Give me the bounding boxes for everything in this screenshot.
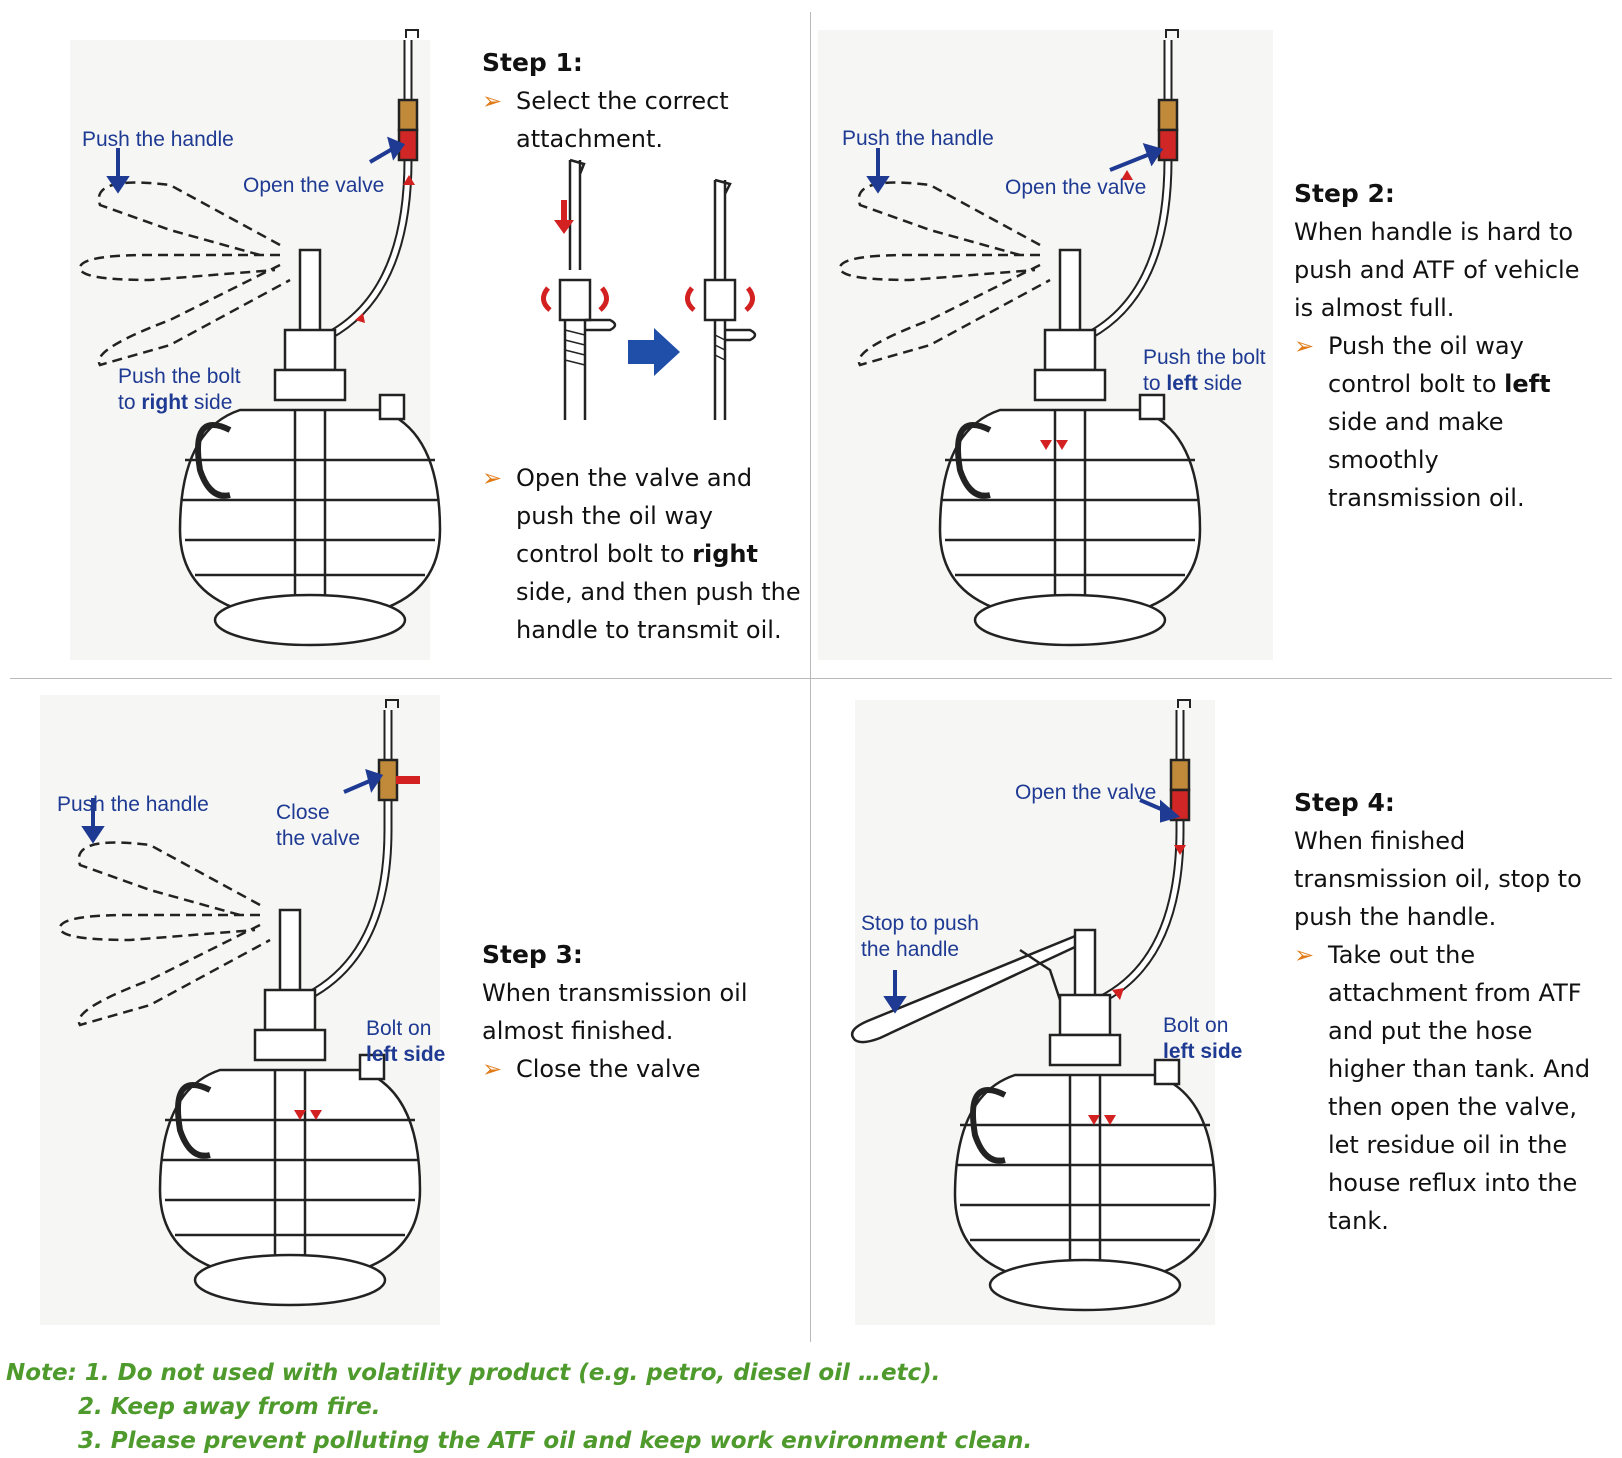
note-3: 3. Please prevent polluting the ATF oil … bbox=[78, 1428, 1033, 1454]
notes-section: Note: 1. Do not used with volatility pro… bbox=[6, 1356, 1032, 1458]
note-2: 2. Keep away from fire. bbox=[78, 1394, 381, 1420]
callout-open-valve: Open the valve bbox=[1015, 781, 1157, 804]
pump-illustration-step2 bbox=[838, 29, 1202, 647]
step4-text: Step 4: When finished transmission oil, … bbox=[1294, 784, 1614, 1240]
bullet-arrow-icon: ➢ bbox=[1294, 332, 1315, 360]
step3-title: Step 3: bbox=[482, 940, 583, 969]
note-1: Note: 1. Do not used with volatility pro… bbox=[6, 1360, 941, 1386]
callout-push-handle: Push the handle bbox=[842, 127, 994, 150]
step1-text: Step 1: ➢ Select the correct attachment. bbox=[482, 44, 802, 158]
callout-stop-push-handle: Stop to push the handle bbox=[861, 912, 979, 961]
pump-illustration-step3 bbox=[58, 699, 422, 1307]
callout-bolt-left: Bolt on left side bbox=[1163, 1014, 1243, 1063]
step4-title: Step 4: bbox=[1294, 788, 1395, 817]
bullet-arrow-icon: ➢ bbox=[482, 87, 503, 115]
step1-bullet-2: ➢ Open the valve and push the oil way co… bbox=[482, 459, 812, 649]
step3-bullet: ➢ Close the valve bbox=[482, 1050, 802, 1088]
step1-bullet-1: ➢ Select the correct attachment. bbox=[482, 82, 802, 158]
bullet-arrow-icon: ➢ bbox=[482, 464, 503, 492]
callout-push-bolt: Push the bolt to right side bbox=[118, 365, 241, 414]
callout-push-handle: Push the handle bbox=[82, 128, 234, 151]
step2-title: Step 2: bbox=[1294, 179, 1395, 208]
callout-open-valve: Open the valve bbox=[1005, 176, 1147, 199]
step3-text: Step 3: When transmission oil almost fin… bbox=[482, 936, 802, 1088]
attachment-diagram bbox=[541, 158, 757, 420]
bullet-arrow-icon: ➢ bbox=[1294, 941, 1315, 969]
callout-bolt-left: Bolt on left side bbox=[366, 1017, 446, 1066]
horizontal-divider bbox=[10, 678, 1612, 679]
callout-open-valve: Open the valve bbox=[243, 174, 385, 197]
pump-illustration-step1 bbox=[78, 29, 442, 647]
step1-title: Step 1: bbox=[482, 48, 583, 77]
pump-illustration-step4 bbox=[850, 699, 1217, 1312]
bullet-arrow-icon: ➢ bbox=[482, 1055, 503, 1083]
vertical-divider bbox=[810, 12, 811, 1342]
callout-push-handle: Push the handle bbox=[57, 793, 209, 816]
step2-text: Step 2: When handle is hard to push and … bbox=[1294, 175, 1614, 517]
step2-bullet: ➢ Push the oil way control bolt to left … bbox=[1294, 327, 1614, 517]
callout-close-valve: Close the valve bbox=[276, 801, 361, 850]
step1-text-2: ➢ Open the valve and push the oil way co… bbox=[482, 459, 812, 649]
callout-push-bolt: Push the bolt to left side bbox=[1143, 346, 1266, 395]
step4-bullet: ➢ Take out the attachment from ATF and p… bbox=[1294, 936, 1614, 1240]
